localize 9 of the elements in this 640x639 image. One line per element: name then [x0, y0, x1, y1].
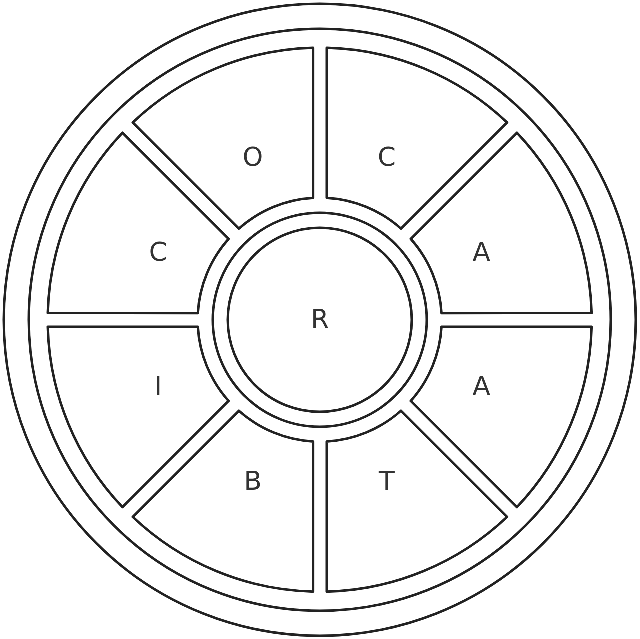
segment-letter: A [472, 240, 491, 266]
segment-letter: O [242, 145, 264, 172]
segment-letter: B [244, 468, 262, 495]
segment-letter: C [378, 145, 396, 172]
segment-letter: R [310, 307, 330, 333]
segment-letter: I [154, 374, 162, 400]
segment-letter: A [472, 374, 491, 400]
segment-letter: T [379, 468, 395, 495]
segment-letter: C [149, 240, 168, 266]
